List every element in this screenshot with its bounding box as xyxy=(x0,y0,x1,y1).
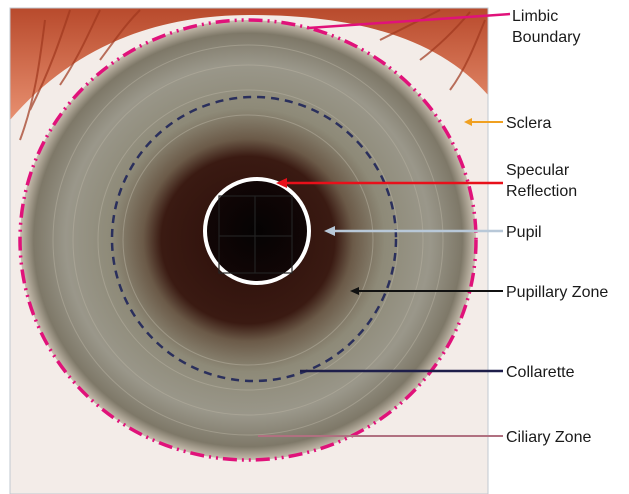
pupil-label: Pupil xyxy=(506,224,542,241)
specular-reflection-label: Specular Reflection xyxy=(506,162,577,200)
limbic-boundary-label: Limbic Boundary xyxy=(512,8,581,46)
sclera-label: Sclera xyxy=(506,115,551,132)
collarette-label: Collarette xyxy=(506,364,575,381)
pupillary-zone-label: Pupillary Zone xyxy=(506,284,608,301)
eye-photo xyxy=(10,8,488,494)
ciliary-zone-label: Ciliary Zone xyxy=(506,429,591,446)
